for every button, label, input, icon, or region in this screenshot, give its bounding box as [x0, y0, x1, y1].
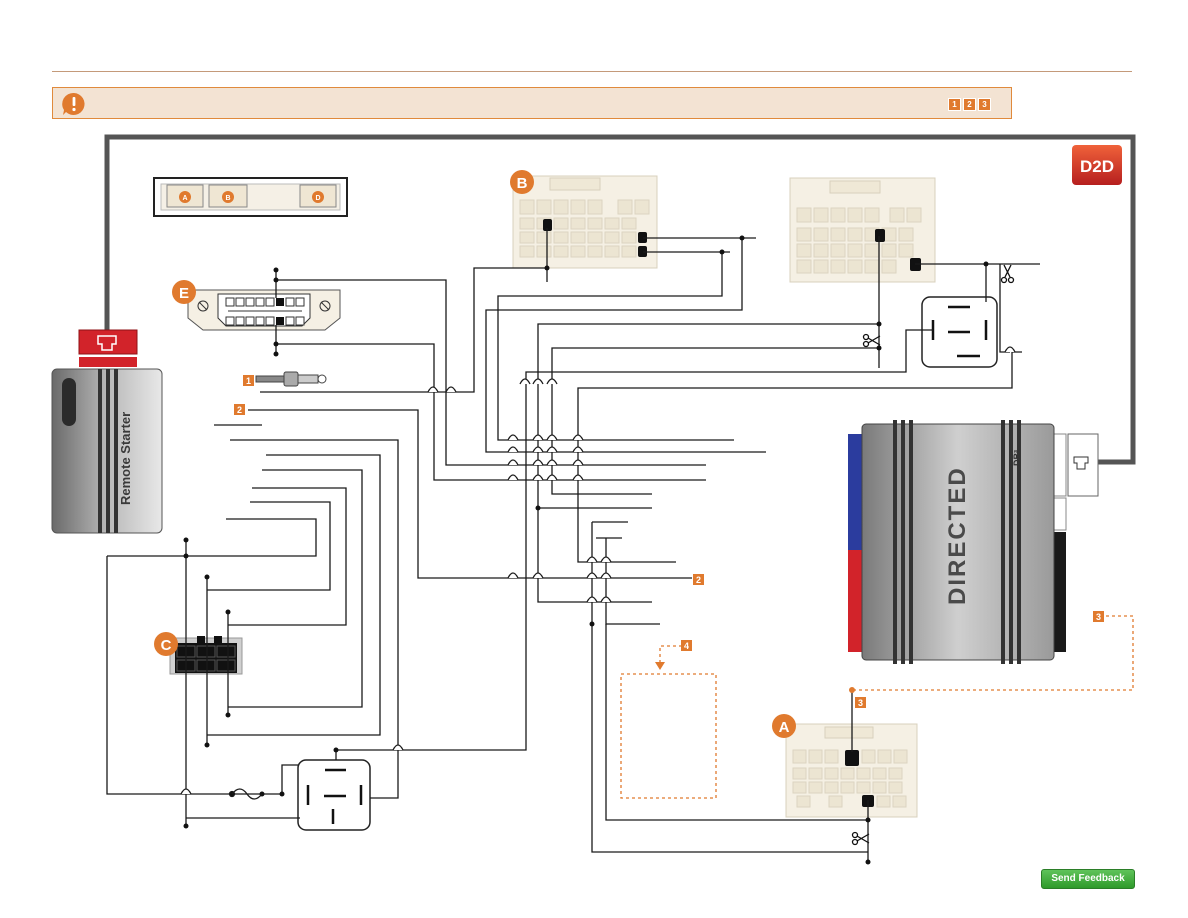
- junction-dots: [183, 235, 989, 865]
- connector-ignition: [789, 177, 936, 283]
- connector-c-label: C: [161, 637, 172, 654]
- remote-starter-label: Remote Starter: [118, 412, 133, 505]
- callout-badges: 1 2 2 3 3 4: [234, 375, 1104, 708]
- warning-icon: [62, 92, 85, 115]
- relay-top: [921, 296, 998, 368]
- wire-crossovers: [180, 346, 1016, 795]
- step-badge-2[interactable]: 2: [963, 98, 976, 111]
- fuse-box-label-d: D: [315, 195, 320, 202]
- step-badge-3[interactable]: 3: [978, 98, 991, 111]
- module-brand: DIRECTED: [944, 466, 971, 605]
- db3-module: DIRECTED DB³: [848, 420, 1099, 664]
- warning-banner: 1 2 3: [52, 87, 1012, 119]
- callout-step3b: 3: [858, 698, 863, 708]
- callout-step3: 3: [1096, 612, 1101, 622]
- d2d-logo-text: D2D: [1080, 157, 1114, 176]
- callout-step4: 4: [684, 641, 689, 651]
- relay-bottom: [297, 759, 371, 831]
- callout-step1: 1: [246, 376, 251, 386]
- d2d-logo: D2D: [1072, 145, 1122, 185]
- callout-step2b: 2: [696, 575, 701, 585]
- warning-step-badges: 1 2 3: [948, 98, 991, 111]
- callout-leaders: [620, 615, 1134, 799]
- fuse-box-label-a: A: [182, 195, 187, 202]
- step-badge-1[interactable]: 1: [948, 98, 961, 111]
- connector-e: E: [172, 280, 341, 331]
- connector-a: A: [772, 714, 918, 818]
- remote-starter-module: Remote Starter: [51, 329, 163, 534]
- connector-b-label: B: [517, 175, 528, 192]
- module-model: DB³: [1012, 450, 1022, 466]
- connector-e-label: E: [179, 285, 189, 302]
- main-harness: [104, 134, 1136, 465]
- fuse-box-label-b: B: [225, 195, 230, 202]
- fuse-box: A B D: [153, 177, 348, 217]
- callout-step2: 2: [237, 405, 242, 415]
- connector-c: C: [154, 632, 243, 675]
- fuse-symbol: [228, 788, 263, 800]
- connector-a-label: A: [779, 719, 790, 736]
- callout-3-dot: [849, 687, 855, 693]
- connector-b: B: [510, 170, 658, 269]
- top-divider: [52, 71, 1132, 72]
- probe-icon: [255, 371, 327, 387]
- callout-4-arrow: [655, 662, 665, 670]
- send-feedback-button[interactable]: Send Feedback: [1041, 869, 1135, 889]
- cut-icon: [851, 264, 1015, 846]
